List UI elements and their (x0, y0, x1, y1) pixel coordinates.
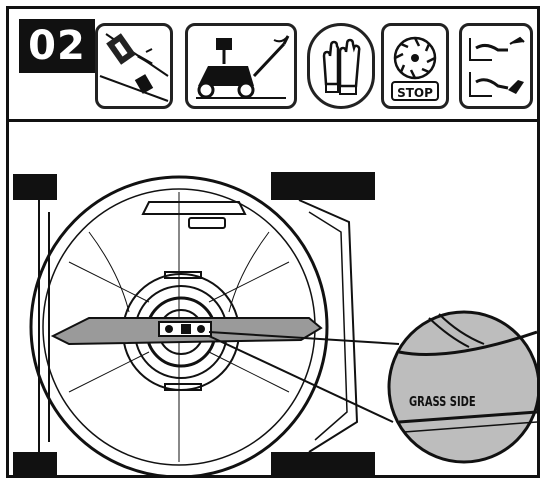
hand-warning-icon (459, 23, 533, 109)
mower-deck (29, 175, 329, 475)
instruction-frame: 02 (6, 6, 540, 478)
mower-underside-drawing (13, 172, 537, 475)
gloves-icon (307, 23, 375, 109)
grass-side-label: GRASS SIDE (409, 395, 476, 410)
spark-plug-disconnect-icon (95, 23, 173, 109)
mower-handle-icon (185, 23, 297, 109)
wheel-front-right (271, 172, 375, 200)
wheel-rear-left (13, 452, 57, 475)
step-number-badge: 02 (19, 19, 95, 73)
wheel-rear-right (271, 452, 375, 475)
zoom-lens (387, 310, 537, 464)
stop-blade-icon: STOP (381, 23, 449, 109)
header-row: 02 (9, 9, 537, 122)
stop-label: STOP (397, 86, 433, 100)
mower-underside-diagram: GRASS SIDE (9, 122, 537, 475)
wheel-front-left (13, 174, 57, 200)
